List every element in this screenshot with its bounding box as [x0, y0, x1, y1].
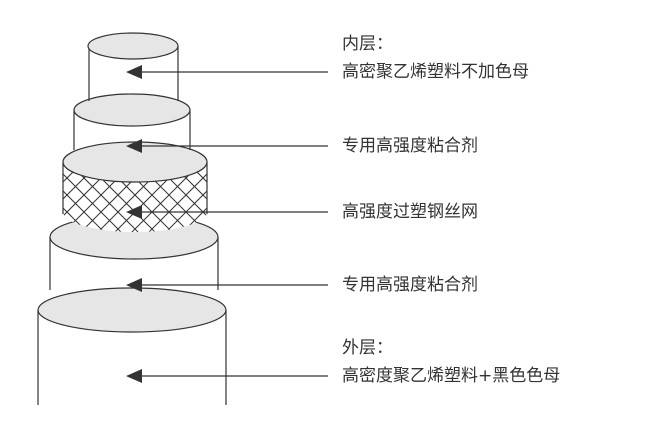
- outer-layer-title: 外层：: [342, 338, 393, 358]
- mesh-wire: [63, 142, 207, 208]
- mesh-wire: [63, 182, 207, 232]
- mesh-wire: [63, 182, 207, 232]
- adhesive-layer-2-description: 专用高强度粘合剂: [342, 275, 478, 295]
- mesh-wire: [63, 165, 207, 232]
- steel-mesh-top-face: [62, 141, 208, 183]
- mesh-wire: [63, 165, 207, 232]
- arrow-steel-mesh: [126, 205, 328, 219]
- inner-layer-title: 内层：: [342, 34, 393, 54]
- arrow-adhesive-1: [126, 139, 328, 153]
- mesh-wire: [63, 142, 207, 157]
- inner-layer: [87, 32, 179, 101]
- mesh-wire: [55, 0, 215, 37]
- inner-layer-description: 高密聚乙烯塑料不加色母: [342, 62, 529, 82]
- outer-layer-top-face: [37, 287, 227, 333]
- adhesive-layer-1: [73, 93, 191, 150]
- arrow-outer-layer: [126, 369, 328, 383]
- inner-layer-top-face: [87, 32, 179, 60]
- outer-layer: [37, 287, 227, 405]
- arrow-adhesive-2: [126, 278, 328, 292]
- mesh-wire: [55, 0, 215, 20]
- arrow-inner-layer: [126, 65, 328, 79]
- mesh-wire: [55, 0, 215, 37]
- mesh-wire: [63, 142, 207, 157]
- pointer-arrows: [126, 65, 328, 383]
- mesh-wire: [63, 142, 207, 232]
- mesh-wire: [55, 0, 215, 20]
- mesh-wire: [63, 142, 207, 208]
- steel-mesh-description: 高强度过塑钢丝网: [342, 202, 478, 222]
- adhesive-layer-1-top-face: [73, 93, 191, 127]
- adhesive-layer-1-description: 专用高强度粘合剂: [342, 136, 478, 156]
- outer-layer-description: 高密度聚乙烯塑料+黑色色母: [342, 366, 561, 386]
